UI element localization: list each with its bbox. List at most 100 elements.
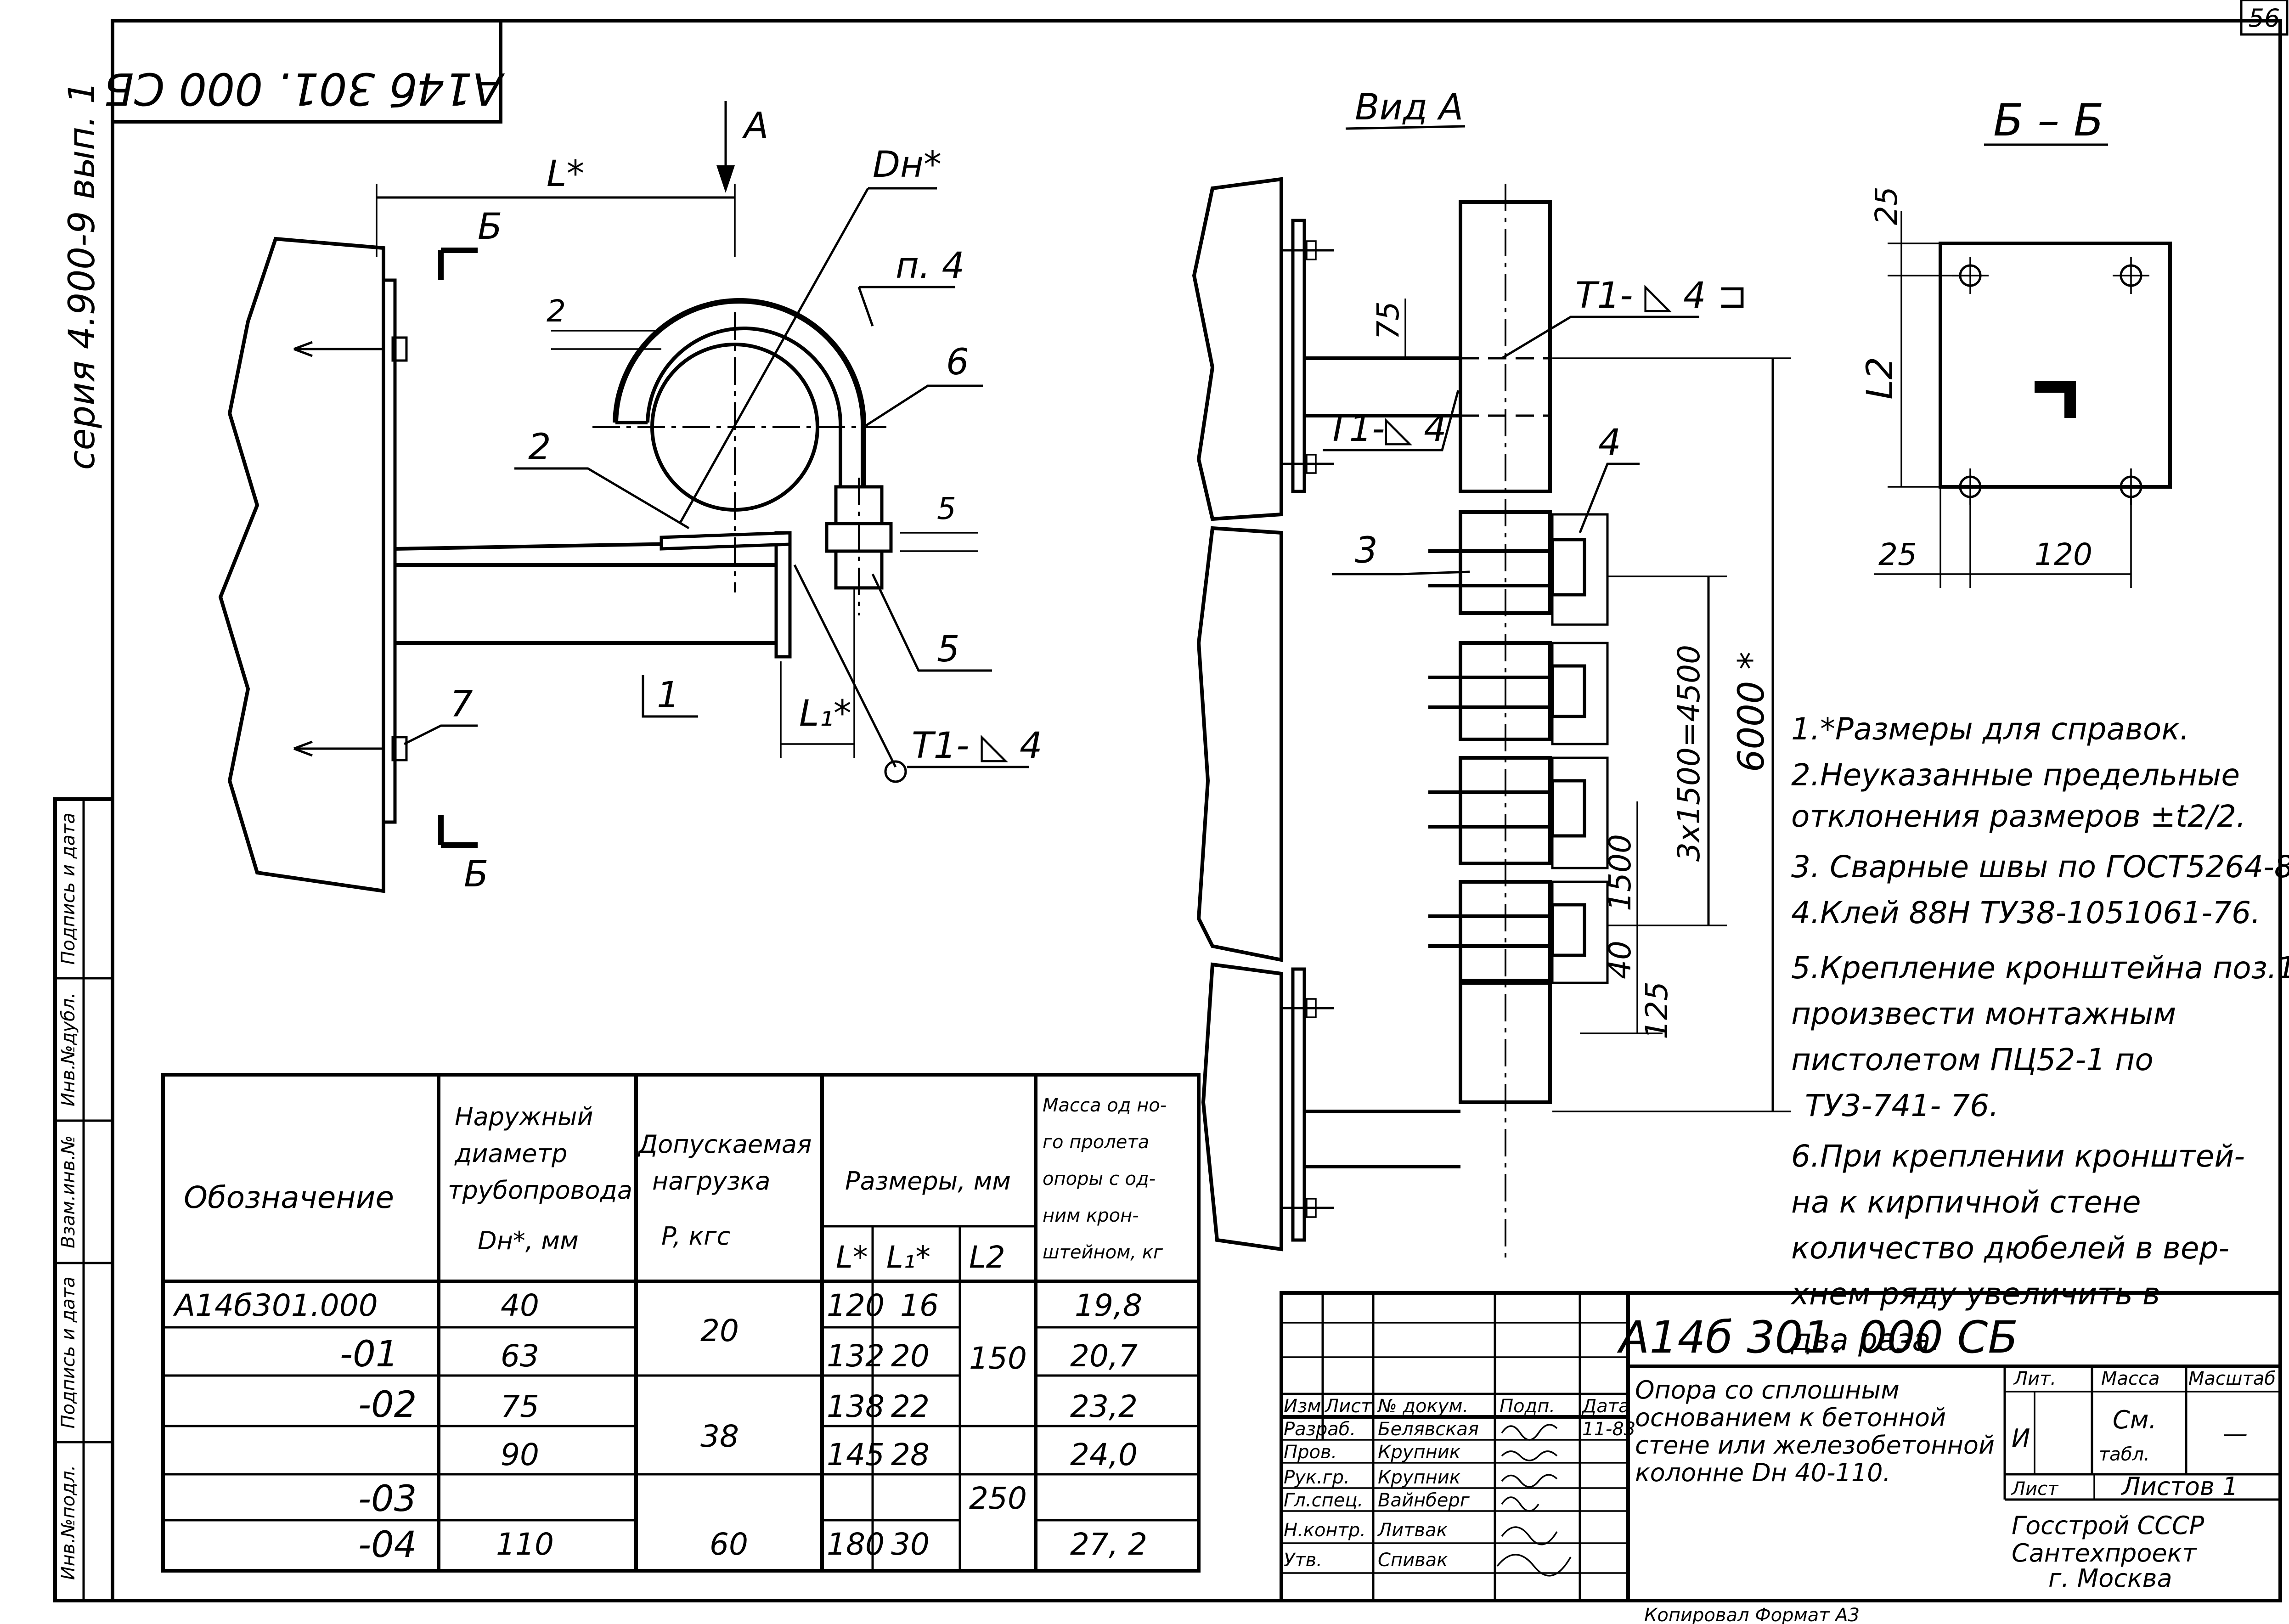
callout-p4: п. 4 <box>896 245 964 287</box>
th-sizes: Размеры, мм <box>845 1167 1011 1195</box>
section-mark-top: Б <box>478 206 502 248</box>
role-0: Разраб. <box>1284 1419 1356 1440</box>
th-l1: L₁* <box>886 1240 930 1275</box>
u-bolt-outer <box>613 298 867 487</box>
angle-section <box>2035 381 2076 418</box>
wall-section <box>218 237 385 893</box>
row-2-l1: 22 <box>891 1389 930 1424</box>
rotated-code-box: А14б 301. 000 СБ <box>104 21 505 124</box>
row-1-l1: 20 <box>891 1338 930 1374</box>
dim-40: 40 <box>1602 941 1638 979</box>
th-mass-3: опоры с од- <box>1043 1168 1156 1190</box>
note-line-12: количество дюбелей в вер- <box>1791 1230 2229 1266</box>
tb-izm: Изм <box>1284 1396 1321 1417</box>
tb-date: 11-83 <box>1582 1419 1635 1440</box>
view-a-callout-4: 4 <box>1598 422 1621 463</box>
th-mass-4: ним крон- <box>1043 1205 1139 1226</box>
th-diameter-1: Наружный <box>455 1102 593 1131</box>
tb-podp: Подп. <box>1500 1396 1555 1417</box>
scale-value: — <box>2223 1419 2248 1448</box>
dim-1500: 1500 <box>1602 834 1638 911</box>
note-line-4: 3. Сварные швы по ГОСТ5264-80. <box>1791 849 2289 885</box>
dim-l-star: L* <box>547 153 584 195</box>
notes-block: 1.*Размеры для справок. 2.Неуказанные пр… <box>1790 711 2289 1358</box>
note-line-7: произвести монтажным <box>1791 996 2176 1032</box>
section-dim-25-left: 25 <box>1878 537 1917 572</box>
row-0-l: 120 <box>827 1288 885 1323</box>
section-bb-title: Б – Б <box>1993 95 2104 146</box>
dim-5: 5 <box>937 491 956 526</box>
left-stamp-strip: Инв.№подл. Подпись и дата Взам.инв.№ Инв… <box>53 797 114 1602</box>
dim-6000: 6000 * <box>1731 652 1772 772</box>
role-4: Н.контр. <box>1284 1520 1366 1541</box>
section-dim-l2: L2 <box>1860 357 1901 400</box>
org-line-1: Госстрой СССР <box>2012 1511 2204 1540</box>
load-20: 20 <box>700 1313 739 1348</box>
arrow-a-label: А <box>742 105 768 147</box>
page-number: 56 <box>2249 4 2280 33</box>
title-desc-1: Опора со сплошным <box>1635 1376 1900 1404</box>
load-38: 38 <box>700 1419 739 1454</box>
view-a-title: Вид А <box>1355 87 1463 128</box>
th-diameter-4: Dн*, мм <box>478 1226 579 1255</box>
th-l2: L2 <box>969 1240 1005 1275</box>
callout-7: 7 <box>450 684 473 725</box>
dim-2: 2 <box>547 293 566 329</box>
role-5: Утв. <box>1284 1550 1322 1571</box>
u-bolt-2 <box>1428 664 1586 718</box>
title-desc-2: основанием к бетонной <box>1635 1403 1946 1432</box>
note-line-9: ТУ3-741- 76. <box>1805 1088 1999 1123</box>
callout-5: 5 <box>937 629 960 670</box>
row-0-designation: А14б301.000 <box>173 1288 378 1323</box>
name-2: Крупник <box>1378 1467 1460 1488</box>
dim-dn-star: Dн* <box>873 144 942 186</box>
row-0-diameter: 40 <box>501 1288 539 1323</box>
name-5: Спивак <box>1378 1550 1448 1571</box>
role-1: Пров. <box>1284 1442 1337 1463</box>
strip-label-sign1: Подпись и дата <box>58 1276 79 1428</box>
row-4-diameter: 110 <box>496 1527 554 1562</box>
role-3: Гл.спец. <box>1284 1490 1363 1511</box>
series-label: серия 4.900-9 вып. 1 <box>62 81 103 470</box>
dowel-bottom <box>293 740 383 757</box>
view-a-callout-3: 3 <box>1355 530 1378 571</box>
spec-table: Обозначение Наружный диаметр трубопровод… <box>161 1073 1201 1573</box>
name-3: Вайнберг <box>1378 1490 1470 1511</box>
dim-75: 75 <box>1370 301 1406 340</box>
scale-label: Масштаб <box>2188 1368 2276 1389</box>
row-2-diameter: 75 <box>501 1389 539 1424</box>
weld-top: Т1- ◺ 4 ⊐ <box>1575 275 1748 316</box>
lit-value: И <box>2012 1424 2030 1453</box>
callout-2: 2 <box>528 427 551 468</box>
th-l: L* <box>836 1240 868 1275</box>
tb-list: Лист <box>1324 1396 1372 1417</box>
section-mark-bottom: Б <box>464 854 489 895</box>
view-a: Вид А <box>1192 87 1791 1263</box>
th-load-1: Допускаемая <box>637 1130 812 1159</box>
u-bolt-4 <box>1428 903 1586 957</box>
row-4-l: 180 <box>827 1527 885 1562</box>
u-bolt-1 <box>1428 538 1586 597</box>
row-1-designation: -01 <box>340 1334 398 1375</box>
row-4-designation: -04 <box>358 1524 417 1566</box>
name-1: Крупник <box>1378 1442 1460 1463</box>
th-load-3: P, кгс <box>661 1222 730 1251</box>
note-line-10: 6.При креплении кронштей- <box>1791 1139 2245 1174</box>
th-mass-5: штейном, кг <box>1043 1242 1163 1263</box>
dowel-top <box>293 341 383 357</box>
row-1-diameter: 63 <box>501 1338 539 1374</box>
name-0: Белявская <box>1378 1419 1479 1440</box>
row-4-l1: 30 <box>891 1527 930 1562</box>
note-line-14: два раза. <box>1791 1322 1940 1358</box>
main-view: А L* Dн* 2 5 L₁* Б Б 1 2 п. 4 6 <box>218 101 1043 895</box>
row-0-l1: 16 <box>900 1288 939 1323</box>
row-3-diameter: 90 <box>501 1437 539 1472</box>
title-desc-3: стене или железобетонной <box>1635 1431 1995 1460</box>
note-line-8: пистолетом ПЦ52-1 по <box>1791 1042 2154 1077</box>
row-3-l1: 28 <box>891 1437 930 1472</box>
l2-150: 150 <box>969 1341 1027 1376</box>
title-block: А14б 301. 000 СБ Опора со сплошным основ… <box>1280 1291 2282 1624</box>
row-2-l: 138 <box>827 1389 885 1424</box>
title-desc-4: колонне Dн 40-110. <box>1635 1458 1891 1487</box>
row-0-mass: 19,8 <box>1075 1288 1142 1323</box>
